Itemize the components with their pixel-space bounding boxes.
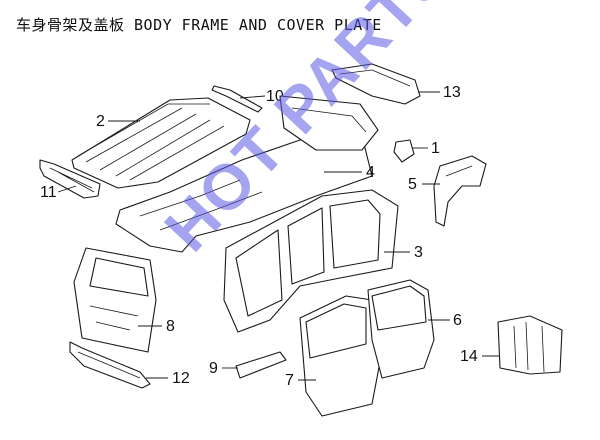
part-8-tailgate: 8	[73, 247, 175, 353]
callout-8: 8	[166, 318, 175, 335]
part-13-rear-spoiler: 13	[331, 63, 461, 105]
part-12-rear-beam: 12	[69, 341, 190, 389]
part-11-cross-member: 11	[39, 159, 101, 201]
callout-10: 10	[266, 88, 284, 105]
part-5-front-fender: 5	[408, 155, 487, 227]
callout-2: 2	[96, 113, 105, 130]
callout-12: 12	[172, 370, 190, 387]
part-2-roof-panel: 2	[71, 97, 251, 189]
part-14-cover-plate: 14	[460, 315, 563, 375]
callout-7: 7	[285, 372, 294, 389]
callout-14: 14	[460, 348, 478, 365]
part-7-rear-door: 7	[285, 295, 381, 417]
part-6-front-door: 6	[367, 279, 462, 379]
part-9-sill-strip: 9	[209, 351, 287, 379]
callout-4: 4	[366, 164, 375, 181]
callout-9: 9	[209, 360, 218, 377]
callout-1: 1	[431, 140, 440, 157]
callout-13: 13	[443, 84, 461, 101]
callout-11: 11	[40, 184, 57, 201]
part-4-floor-pan: 4	[115, 95, 379, 253]
callout-6: 6	[453, 312, 462, 329]
diagram-title: 车身骨架及盖板 BODY FRAME AND COVER PLATE	[16, 16, 382, 34]
callout-5: 5	[408, 176, 417, 193]
part-10-roof-strip: 10	[211, 85, 284, 113]
part-1-bracket: 1	[393, 139, 440, 163]
part-3-body-side: 3	[223, 189, 423, 333]
callout-3: 3	[414, 244, 423, 261]
